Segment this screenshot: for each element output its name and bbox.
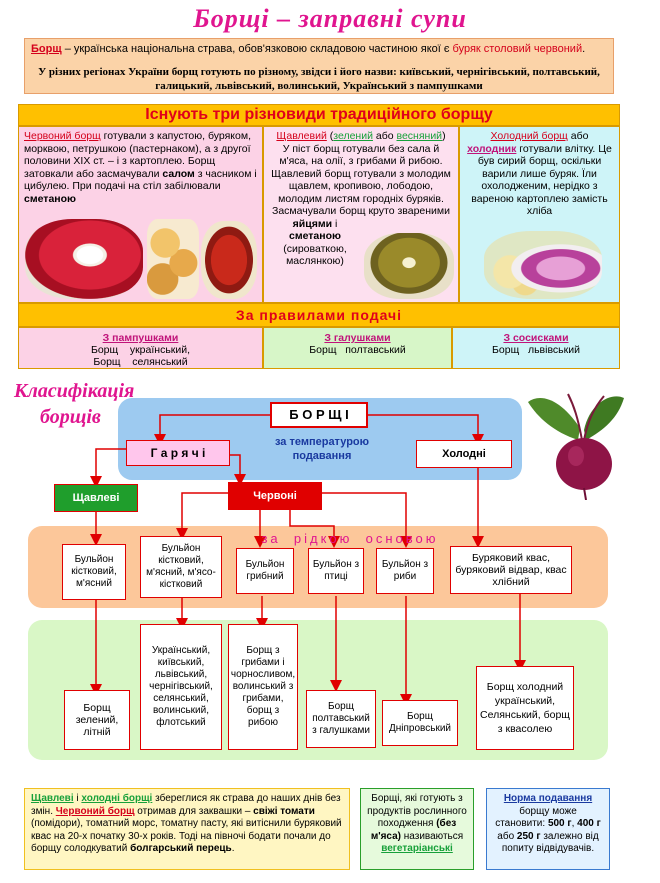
by-temperature-label: за температурою подавання xyxy=(274,436,370,462)
classification-title-line-2: борщів xyxy=(40,406,101,428)
rule-pampushky-line-2: Борщ селянський xyxy=(93,356,188,368)
portion-or: або xyxy=(497,830,517,842)
base-bone-meat: Бульйон кістковий, м'ясний xyxy=(62,544,126,600)
cold-or-word: або xyxy=(567,130,589,142)
history-text-2: отримав для заквашки – xyxy=(134,805,254,817)
and-word: і xyxy=(332,217,338,230)
green-borscht-photo-icon xyxy=(364,233,454,299)
portion-500: 500 г xyxy=(547,818,572,829)
tomatoes-term: свіжі томати xyxy=(253,805,315,817)
rule-sausages: З сосисками Борщ львівський xyxy=(452,327,620,369)
result-cold-ukrainian: Борщ холодний український, Селянський, б… xyxy=(476,666,574,750)
history-period: . xyxy=(231,843,235,854)
borsch-term: Борщ xyxy=(31,43,62,55)
portion-250: 250 г xyxy=(516,830,541,842)
history-text-1: збереглися як страва до наших днів без з… xyxy=(31,793,341,817)
types-header: Існують три різновиди традиційного борщу xyxy=(18,104,620,126)
cold-borsch-text: готували влітку. Це був сирий борщ, оскі… xyxy=(471,142,612,218)
paren-close: ) xyxy=(442,130,446,142)
rule-pampushky-title: З пампушками xyxy=(102,332,179,344)
portion-comma: , xyxy=(571,818,578,829)
rule-sausages-title: З сосисками xyxy=(503,332,569,344)
red-node: Червоні xyxy=(228,482,322,510)
intro-panel: Борщ – українська національна страва, об… xyxy=(24,38,614,94)
history-text-3: (помідори), томатний морс, томатну пасту… xyxy=(31,818,342,854)
cold-borsch-title: Холодний борщ xyxy=(490,130,568,142)
classification-title: Класифікація борщів xyxy=(14,378,134,430)
borscht-photo-icon xyxy=(25,219,143,299)
by-base-label: за рідкою основою xyxy=(261,531,439,546)
sorrel-term: Щавлеві xyxy=(31,793,74,804)
rule-halushky: З галушками Борщ полтавський xyxy=(263,327,452,369)
sorrel-node: Щавлеві xyxy=(54,484,138,512)
rule-sausages-line-1: Борщ львівський xyxy=(492,344,580,356)
borscht-bowl-photo-icon xyxy=(201,221,257,299)
result-mushroom-prunes: Борщ з грибами і чорносливом, волинський… xyxy=(228,624,298,750)
footer-history-box: Щавлеві і холодні борщі збереглися як ст… xyxy=(24,788,350,870)
pampushky-photo-icon xyxy=(147,219,199,299)
portion-text-2: залежно від попиту відвідувачів. xyxy=(501,830,599,855)
portion-400: 400 г xyxy=(577,818,601,829)
cold-borsch-column: Холодний борщ або холодник готували вліт… xyxy=(459,126,620,303)
rule-halushky-line-1: Борщ полтавський xyxy=(309,344,406,356)
vesniany-term: весняний xyxy=(396,130,443,142)
green-borsch-text-3: (сироваткою, маслянкою) xyxy=(283,242,347,268)
kholodnyk-term: холодник xyxy=(467,142,517,155)
portion-text-1: борщу може становити: xyxy=(495,805,577,830)
intro-text: – українська національна страва, обов'яз… xyxy=(61,43,453,55)
eggs-term: яйцями xyxy=(292,217,333,230)
result-dnipro: Борщ Дніпровський xyxy=(382,700,458,746)
cold-term: холодні борщі xyxy=(81,793,153,804)
root-node: Б О Р Щ І xyxy=(270,402,368,428)
beet-icon xyxy=(528,393,624,500)
smetana-term: сметаною xyxy=(24,192,77,205)
rule-pampushky: З пампушками Борщ український, Борщ селя… xyxy=(18,327,263,369)
classification-title-line-1: Класифікація xyxy=(14,380,135,402)
intro-line-1: Борщ – українська національна страва, об… xyxy=(31,43,607,55)
base-kvass: Буряковий квас, буряковий відвар, квас х… xyxy=(450,546,572,594)
cold-borscht-photo-icon xyxy=(484,231,602,299)
vegetarian-text-2: називаються xyxy=(401,830,464,842)
base-mushroom: Бульйон грибний xyxy=(236,548,294,594)
paren-open: ( xyxy=(326,130,334,142)
red-borsch-term: Червоний борщ xyxy=(55,805,135,817)
intro-period: . xyxy=(582,43,586,55)
red-borsch-column: Червоний борщ готували з капустою, буряк… xyxy=(18,126,263,303)
result-poltava-halushky: Борщ полтавський з галушками xyxy=(306,690,376,748)
green-borsch-title: Щавлевий xyxy=(276,130,327,142)
salo-term: салом xyxy=(162,167,195,180)
vegetarian-text-1: Борщі, які готують з продуктів рослинног… xyxy=(367,793,467,829)
green-borsch-column: Щавлевий (зелений або весняний) У піст б… xyxy=(263,126,459,303)
rule-halushky-title: З галушками xyxy=(324,332,391,344)
red-borsch-text: готували з капустою, буряком, морквою, п… xyxy=(24,130,251,180)
intro-line-2: У різних регіонах України борщ готують п… xyxy=(38,66,600,92)
cold-node: Холодні xyxy=(416,440,512,468)
base-bone-meat-mixed: Бульйон кістковий, м'ясний, м'ясо-кістко… xyxy=(140,536,222,598)
footer-portion-box: Норма подавання борщу може становити: 50… xyxy=(486,788,610,870)
beet-term: буряк столовий червоний xyxy=(452,43,583,55)
base-fish: Бульйон з риби xyxy=(376,548,434,594)
red-borsch-text-2: з часником і цибулею. При подачі на стіл… xyxy=(24,167,257,193)
zeleny-term: зелений xyxy=(333,130,373,142)
pepper-term: болгарський перець xyxy=(130,843,232,854)
or-word: або xyxy=(372,130,397,142)
rule-pampushky-line-1: Борщ український, xyxy=(90,344,191,356)
hot-node: Г а р я ч і xyxy=(126,440,230,466)
result-green-summer: Борщ зелений, літній xyxy=(64,690,130,750)
base-poultry: Бульйон з птиці xyxy=(308,548,364,594)
rules-header: За правилами подачі xyxy=(18,303,620,327)
portion-term: Норма подавання xyxy=(503,793,593,804)
vegetarian-term: вегетаріанські xyxy=(381,843,453,854)
result-ukrainian-list: Український, київський, львівський, черн… xyxy=(140,624,222,750)
smetana-term-green: сметаною xyxy=(288,230,341,242)
red-borsch-title: Червоний борщ xyxy=(24,130,101,142)
page-title: Борщі – заправні супи xyxy=(193,4,467,33)
no-meat-term: (без м'яса) xyxy=(370,818,457,842)
green-borsch-text: У піст борщ готували без сала й м'яса, н… xyxy=(271,142,451,218)
footer-vegetarian-box: Борщі, які готують з продуктів рослинног… xyxy=(360,788,474,870)
and-word-footer: і xyxy=(73,793,82,804)
